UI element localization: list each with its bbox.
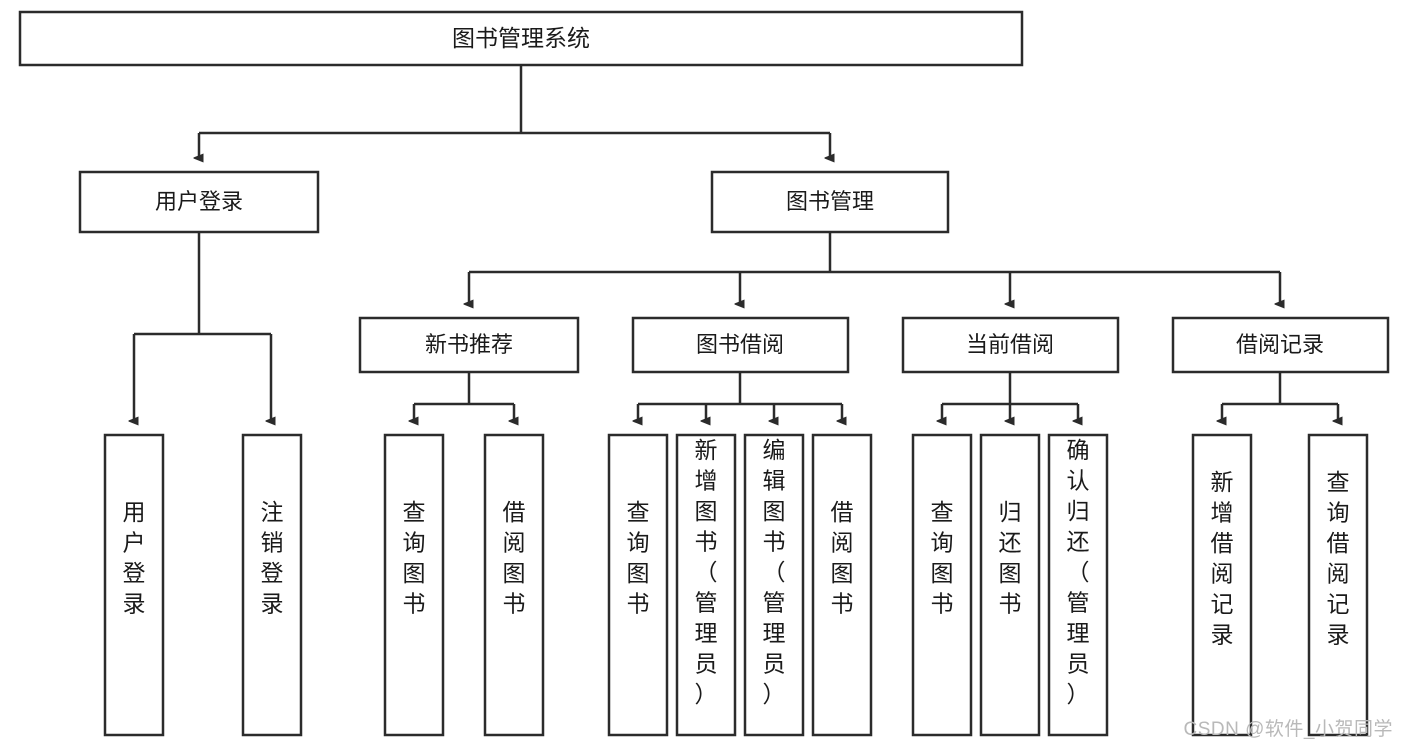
node-root-label: 图书管理系统 (452, 25, 590, 51)
leaf-query-book-3-box[interactable] (911, 433, 973, 737)
leaf-borrow-book-2-box[interactable] (811, 433, 873, 737)
node-book-manage-label: 图书管理 (786, 189, 874, 214)
leaf-query-record[interactable]: 查询借阅记录 (1307, 433, 1369, 737)
leaf-borrow-book-1-label: 借阅图书 (503, 499, 526, 617)
leaf-user-logout-box[interactable] (241, 433, 303, 737)
node-current-borrow-label: 当前借阅 (966, 332, 1054, 357)
leaf-add-record-label: 新增借阅记录 (1211, 469, 1234, 648)
leaf-query-record-label: 查询借阅记录 (1327, 469, 1350, 648)
leaf-edit-book-box[interactable] (743, 433, 805, 737)
leaf-query-book-1-box[interactable] (383, 433, 445, 737)
leaf-return-book-box[interactable] (979, 433, 1041, 737)
node-new-book-recommend-label: 新书推荐 (425, 332, 513, 357)
node-user-login-box[interactable] (78, 170, 320, 234)
node-book-borrow-box[interactable] (631, 316, 850, 374)
node-current-borrow[interactable]: 当前借阅 (901, 316, 1120, 374)
leaf-edit-book-label: 编辑图书（管理员） (763, 437, 786, 707)
leaf-query-record-box[interactable] (1307, 433, 1369, 737)
node-book-manage[interactable]: 图书管理 (710, 170, 950, 234)
leaf-query-book-3[interactable]: 查询图书 (911, 433, 973, 737)
leaf-confirm-return-label: 确认归还（管理员） (1067, 437, 1090, 707)
leaf-borrow-book-1-box[interactable] (483, 433, 545, 737)
leaf-query-book-3-label: 查询图书 (931, 499, 954, 617)
leaf-confirm-return-box[interactable] (1047, 433, 1109, 737)
leaf-query-book-1[interactable]: 查询图书 (383, 433, 445, 737)
leaf-borrow-book-1[interactable]: 借阅图书 (483, 433, 545, 737)
leaf-user-login-label: 用户登录 (123, 499, 146, 617)
node-root[interactable]: 图书管理系统 (18, 10, 1024, 67)
leaf-query-book-2-box[interactable] (607, 433, 669, 737)
leaf-borrow-book-2-label: 借阅图书 (831, 499, 854, 617)
node-new-book-recommend[interactable]: 新书推荐 (358, 316, 580, 374)
leaf-query-book-2[interactable]: 查询图书 (607, 433, 669, 737)
node-borrow-record-label: 借阅记录 (1236, 332, 1324, 357)
node-root-box[interactable] (18, 10, 1024, 67)
leaf-add-record[interactable]: 新增借阅记录 (1191, 433, 1253, 737)
csdn-watermark: CSDN @软件_小贺同学 (1183, 719, 1393, 740)
connector-layer (134, 65, 1338, 421)
leaf-user-logout[interactable]: 注销登录 (241, 433, 303, 737)
leaf-user-login-box[interactable] (103, 433, 165, 737)
leaf-borrow-book-2[interactable]: 借阅图书 (811, 433, 873, 737)
node-current-borrow-box[interactable] (901, 316, 1120, 374)
leaf-confirm-return[interactable]: 确认归还（管理员） (1047, 433, 1109, 737)
node-borrow-record-box[interactable] (1171, 316, 1390, 374)
leaf-query-book-1-label: 查询图书 (403, 499, 426, 617)
leaf-return-book-label: 归还图书 (999, 499, 1022, 617)
leaf-edit-book[interactable]: 编辑图书（管理员） (743, 433, 805, 737)
node-book-borrow[interactable]: 图书借阅 (631, 316, 850, 374)
node-user-login-label: 用户登录 (155, 189, 243, 214)
leaf-user-logout-label: 注销登录 (261, 499, 284, 617)
leaf-user-login[interactable]: 用户登录 (103, 433, 165, 737)
leaf-add-book-label: 新增图书（管理员） (695, 437, 718, 707)
leaf-return-book[interactable]: 归还图书 (979, 433, 1041, 737)
leaf-query-book-2-label: 查询图书 (627, 499, 650, 617)
node-new-book-recommend-box[interactable] (358, 316, 580, 374)
node-book-borrow-label: 图书借阅 (696, 332, 784, 357)
leaf-add-book-box[interactable] (675, 433, 737, 737)
node-user-login[interactable]: 用户登录 (78, 170, 320, 234)
leaf-add-record-box[interactable] (1191, 433, 1253, 737)
leaf-add-book[interactable]: 新增图书（管理员） (675, 433, 737, 737)
node-book-manage-box[interactable] (710, 170, 950, 234)
node-borrow-record[interactable]: 借阅记录 (1171, 316, 1390, 374)
